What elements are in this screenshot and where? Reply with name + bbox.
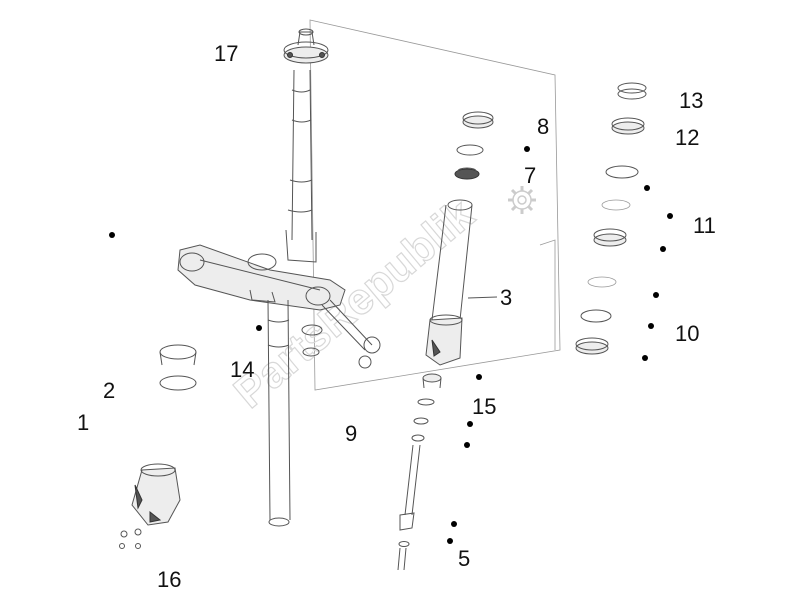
reference-dot (447, 538, 453, 544)
reference-dot (644, 185, 650, 191)
part-labels: 17 13 8 12 7 11 3 10 14 2 15 1 9 5 16 (77, 41, 716, 592)
part-label-14: 14 (230, 357, 254, 382)
part-label-9: 9 (345, 421, 357, 446)
reference-dot (653, 292, 659, 298)
background-panel-outline (309, 19, 561, 391)
reference-dot (476, 374, 482, 380)
part-16-fork-foot (119, 463, 181, 549)
reference-dot (660, 246, 666, 252)
part-3-fork-slider (425, 111, 498, 366)
part-label-1: 1 (77, 410, 89, 435)
gear-icon (508, 186, 536, 214)
part-17-steering-stem (283, 28, 329, 263)
part-14-link-rod (321, 299, 381, 369)
part-label-3: 3 (500, 285, 512, 310)
part-label-5: 5 (458, 546, 470, 571)
part-label-11: 11 (693, 213, 716, 238)
reference-dot (524, 146, 530, 152)
part-label-17: 17 (214, 41, 238, 66)
part-label-7: 7 (524, 163, 536, 188)
reference-dot (667, 213, 673, 219)
part-label-10: 10 (675, 321, 699, 346)
part-label-15: 15 (472, 394, 496, 419)
part-label-16: 16 (157, 567, 181, 592)
reference-dot (642, 355, 648, 361)
part-9-fork-leg (267, 299, 323, 527)
part-label-2: 2 (103, 378, 115, 403)
part-15-damper-rod (397, 373, 442, 571)
reference-dot (451, 521, 457, 527)
reference-dot (109, 232, 115, 238)
reference-dots (109, 146, 673, 544)
part-fork-crown (177, 244, 346, 311)
reference-dot (256, 325, 262, 331)
reference-dot (467, 421, 473, 427)
part-label-12: 12 (675, 125, 699, 150)
part-2-clamp-ring (159, 344, 197, 391)
part-label-13: 13 (679, 88, 703, 113)
reference-dot (648, 323, 654, 329)
part-bearing-stack (575, 82, 647, 355)
reference-dot (464, 442, 470, 448)
part-label-8: 8 (537, 114, 549, 139)
